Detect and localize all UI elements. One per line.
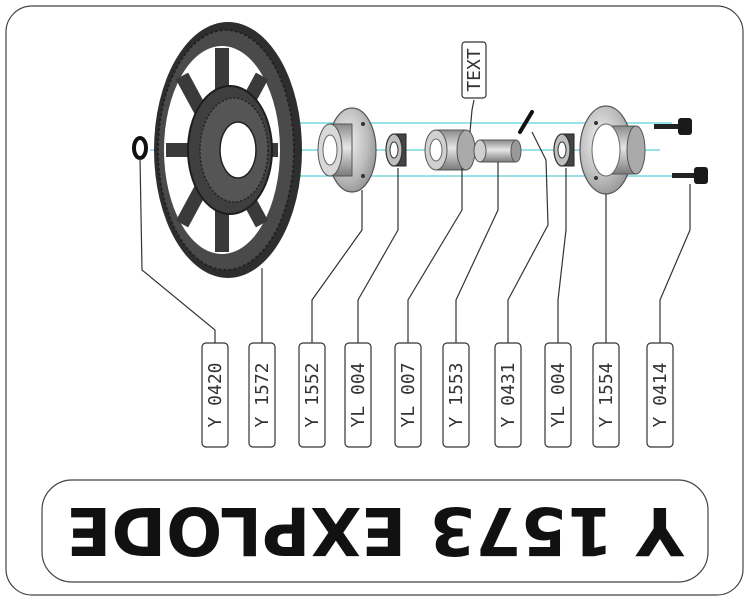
svg-text:Y 1554: Y 1554 — [596, 362, 617, 427]
svg-text:Y 1572: Y 1572 — [252, 362, 273, 427]
sleeve-y1553 — [473, 139, 522, 163]
svg-text:YL 007: YL 007 — [398, 362, 419, 427]
svg-text:Y 1552: Y 1552 — [302, 362, 323, 427]
leader-lines — [139, 99, 691, 348]
svg-text:Y 1553: Y 1553 — [446, 362, 467, 427]
title-box: Y 1573 EXPLODE — [41, 479, 709, 583]
svg-text:Y 0414: Y 0414 — [650, 362, 671, 427]
text-tag: TEXT — [461, 41, 487, 99]
part-label-y1554: Y 1554 — [592, 342, 620, 448]
svg-text:YL 004: YL 004 — [348, 362, 369, 427]
bearing-yl004-b — [553, 133, 575, 167]
part-label-y1572: Y 1572 — [248, 342, 276, 448]
hub-y1554 — [579, 105, 646, 195]
part-label-y1553: Y 1553 — [442, 342, 470, 448]
part-labels: Y 0420 Y 1572 Y 1552 YL 004 YL 007 Y 155… — [201, 342, 674, 448]
svg-text:Y 0431: Y 0431 — [498, 362, 519, 427]
drawing-title: Y 1573 EXPLODE — [66, 492, 684, 569]
part-label-yl004-a: YL 004 — [344, 342, 372, 448]
pin-y0431 — [518, 110, 534, 134]
gear-y1572 — [154, 22, 302, 278]
svg-text:Y 0420: Y 0420 — [205, 362, 226, 427]
part-label-y1552: Y 1552 — [298, 342, 326, 448]
part-label-y0414: Y 0414 — [646, 342, 674, 448]
part-label-y0420: Y 0420 — [201, 342, 229, 448]
svg-text:YL 004: YL 004 — [548, 362, 569, 427]
part-label-y0431: Y 0431 — [494, 342, 522, 448]
part-label-yl007: YL 007 — [394, 342, 422, 448]
spacer-yl007 — [424, 129, 476, 171]
screws-y0414 — [654, 118, 708, 184]
part-label-yl004-b: YL 004 — [544, 342, 572, 448]
hub-y1552 — [317, 107, 377, 193]
bearing-yl004-a — [385, 133, 407, 167]
text-tag-label: TEXT — [464, 48, 485, 92]
